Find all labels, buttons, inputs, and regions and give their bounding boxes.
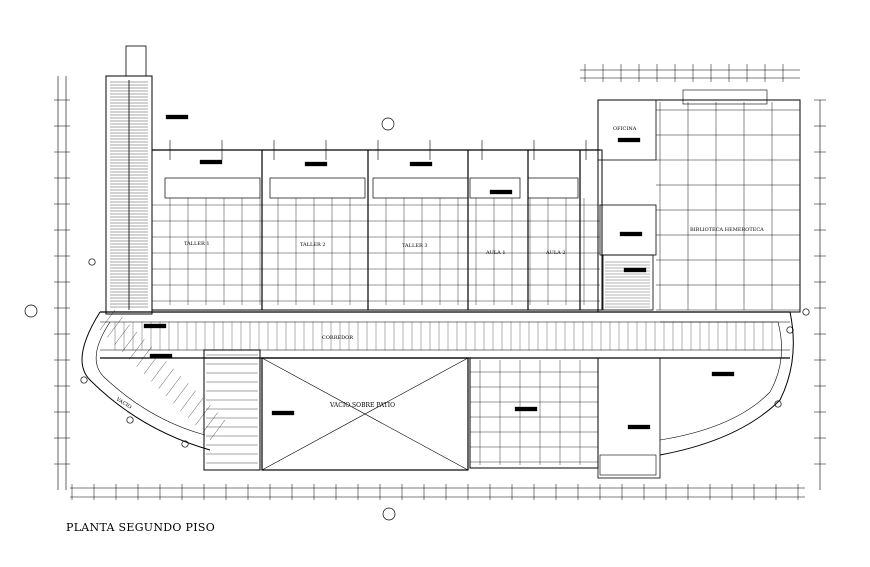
terrace-hatch — [165, 375, 182, 397]
annotation-bar — [143, 323, 167, 329]
annotation-bar — [304, 161, 328, 167]
axis-bubble — [786, 326, 794, 334]
room-label-aula-2: AULA 2 — [545, 250, 566, 256]
terrace-hatch — [114, 324, 130, 345]
skylight — [682, 89, 768, 105]
annotation-bar — [409, 161, 433, 167]
terrace-curve — [659, 321, 782, 441]
terrace-hatch — [158, 368, 174, 389]
terrace-curve — [659, 311, 794, 456]
room-header — [527, 177, 579, 199]
annotation-bar — [711, 371, 735, 377]
room-label-vacio-patio: VACIO SOBRE PATIO — [329, 402, 395, 409]
annotation-bar — [165, 114, 189, 120]
axis-bubble — [126, 416, 134, 424]
axis-bubble — [774, 400, 782, 408]
terrace-hatch — [195, 405, 211, 426]
room-label-corredor: CORREDOR — [322, 335, 353, 341]
axis-bubble — [80, 376, 88, 384]
stair-room — [599, 204, 657, 256]
terrace-curve — [81, 311, 211, 451]
terrace-hatch — [107, 317, 123, 338]
terrace-hatch — [180, 390, 196, 411]
room-label-biblioteca: BIBLIOTECA HEMEROTECA — [690, 227, 764, 233]
terrace-hatch — [173, 383, 189, 404]
terrace-hatch — [151, 361, 167, 382]
workshop-block — [151, 149, 603, 311]
annotation-bar — [489, 189, 513, 195]
terrace-hatch — [136, 346, 152, 367]
annotation-bar — [617, 137, 641, 143]
north-arrow-bottom — [382, 507, 396, 521]
terrace-curve — [95, 321, 206, 436]
void-diagonal — [261, 357, 469, 471]
room-label-taller-1: TALLER 1 — [184, 241, 210, 247]
terrace-hatch — [99, 309, 116, 331]
room-header — [372, 177, 469, 199]
north-arrow-top — [381, 117, 395, 131]
drawing-title: PLANTA SEGUNDO PISO — [66, 521, 216, 534]
restroom — [599, 454, 657, 476]
room-label-taller-2: TALLER 2 — [300, 242, 326, 248]
room-label-taller-3: TALLER 3 — [402, 243, 428, 249]
annotation-bar — [199, 159, 223, 165]
room-header — [469, 177, 521, 199]
service-core — [203, 349, 261, 471]
terrace-hatch — [209, 419, 226, 441]
annotation-bar — [514, 406, 538, 412]
stair-tower-top — [125, 45, 147, 77]
office-room — [597, 99, 657, 161]
service-block — [597, 357, 661, 479]
plan-linework — [24, 45, 826, 521]
annotation-bar — [627, 424, 651, 430]
annotation-bar — [149, 353, 173, 359]
annotation-bar — [619, 231, 643, 237]
terrace-hatch — [121, 331, 138, 353]
stair-room — [602, 254, 654, 311]
terrace-hatch — [129, 339, 145, 360]
terrace-hatch — [187, 397, 204, 419]
room-header — [164, 177, 261, 199]
classroom-block — [469, 357, 599, 469]
room-header — [269, 177, 366, 199]
patio-void — [261, 357, 469, 471]
axis-bubble — [88, 258, 96, 266]
section-marker-left — [24, 304, 38, 318]
axis-bubble — [802, 308, 810, 316]
axis-bubble — [181, 440, 189, 448]
annotation-bar — [623, 267, 647, 273]
annotation-bar — [271, 410, 295, 416]
room-label-aula-1: AULA 1 — [485, 250, 506, 256]
terrace-hatch — [202, 412, 218, 433]
room-label-oficina: OFICINA — [613, 126, 637, 132]
